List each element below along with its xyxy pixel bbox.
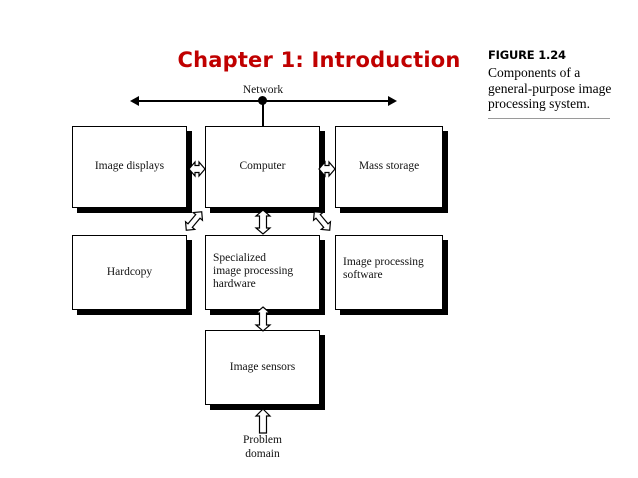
box-face bbox=[205, 235, 320, 310]
diagram-area: Network Image displays Computer Mass sto… bbox=[72, 84, 448, 460]
box-face bbox=[72, 126, 187, 208]
node-image-sensors[interactable]: Image sensors bbox=[205, 330, 325, 410]
network-tap-dot bbox=[258, 96, 267, 105]
node-label: Image sensors bbox=[229, 361, 296, 373]
problem-domain-label-line1: Problem bbox=[243, 434, 282, 446]
node-label: Image displays bbox=[94, 160, 165, 172]
node-label-line2: software bbox=[343, 269, 383, 281]
node-image-processing-software[interactable]: Image processing software bbox=[335, 235, 448, 315]
caption-divider bbox=[488, 117, 610, 119]
box-shadow-right bbox=[187, 240, 192, 315]
problem-domain-label-line2: domain bbox=[245, 448, 280, 460]
box-shadow-bottom bbox=[77, 310, 192, 315]
node-computer[interactable]: Computer bbox=[205, 126, 325, 213]
box-face bbox=[335, 126, 443, 208]
node-label-line3: hardware bbox=[213, 278, 256, 290]
network-label: Network bbox=[242, 84, 284, 96]
box-shadow-right bbox=[320, 335, 325, 410]
arrow-sensors-hardware-icon bbox=[252, 306, 274, 332]
figure-number: FIGURE 1.24 bbox=[488, 48, 566, 62]
arrow-displays-computer-icon bbox=[188, 158, 206, 180]
node-specialized-hardware[interactable]: Specialized image processing hardware bbox=[205, 235, 325, 315]
network-arrow-right-icon bbox=[388, 96, 397, 106]
arrow-problem-domain-icon bbox=[252, 408, 274, 434]
box-shadow-bottom bbox=[210, 405, 325, 410]
node-label-line1: Image processing bbox=[343, 256, 424, 268]
box-shadow-right bbox=[443, 240, 448, 315]
box-shadow-bottom bbox=[210, 208, 325, 213]
box-shadow-bottom bbox=[340, 208, 448, 213]
node-hardcopy[interactable]: Hardcopy bbox=[72, 235, 192, 315]
arrow-computer-massstorage-icon bbox=[318, 158, 336, 180]
node-label: Hardcopy bbox=[106, 266, 153, 278]
node-image-displays[interactable]: Image displays bbox=[72, 126, 192, 213]
box-face bbox=[205, 126, 320, 208]
network-drop-line bbox=[262, 104, 264, 126]
box-face bbox=[335, 235, 443, 310]
box-shadow-right bbox=[443, 131, 448, 213]
box-shadow-right bbox=[320, 240, 325, 315]
figure-caption-text: Components of a general-purpose image pr… bbox=[488, 65, 612, 111]
page-title: Chapter 1: Introduction bbox=[177, 48, 461, 72]
node-label: Computer bbox=[239, 160, 286, 172]
box-face bbox=[72, 235, 187, 310]
arrow-software-diagonal-icon bbox=[310, 208, 334, 234]
node-label-line2: image processing bbox=[213, 265, 294, 277]
node-label-line1: Specialized bbox=[213, 252, 267, 264]
network-arrow-left-icon bbox=[130, 96, 139, 106]
box-shadow-right bbox=[187, 131, 192, 213]
node-label: Mass storage bbox=[358, 160, 420, 172]
arrow-hardcopy-diagonal-icon bbox=[182, 208, 206, 234]
box-shadow-bottom bbox=[77, 208, 192, 213]
node-mass-storage[interactable]: Mass storage bbox=[335, 126, 448, 213]
arrow-computer-hardware-icon bbox=[252, 209, 274, 235]
figure-caption: FIGURE 1.24 Components of a general-purp… bbox=[488, 48, 620, 119]
box-shadow-bottom bbox=[340, 310, 448, 315]
